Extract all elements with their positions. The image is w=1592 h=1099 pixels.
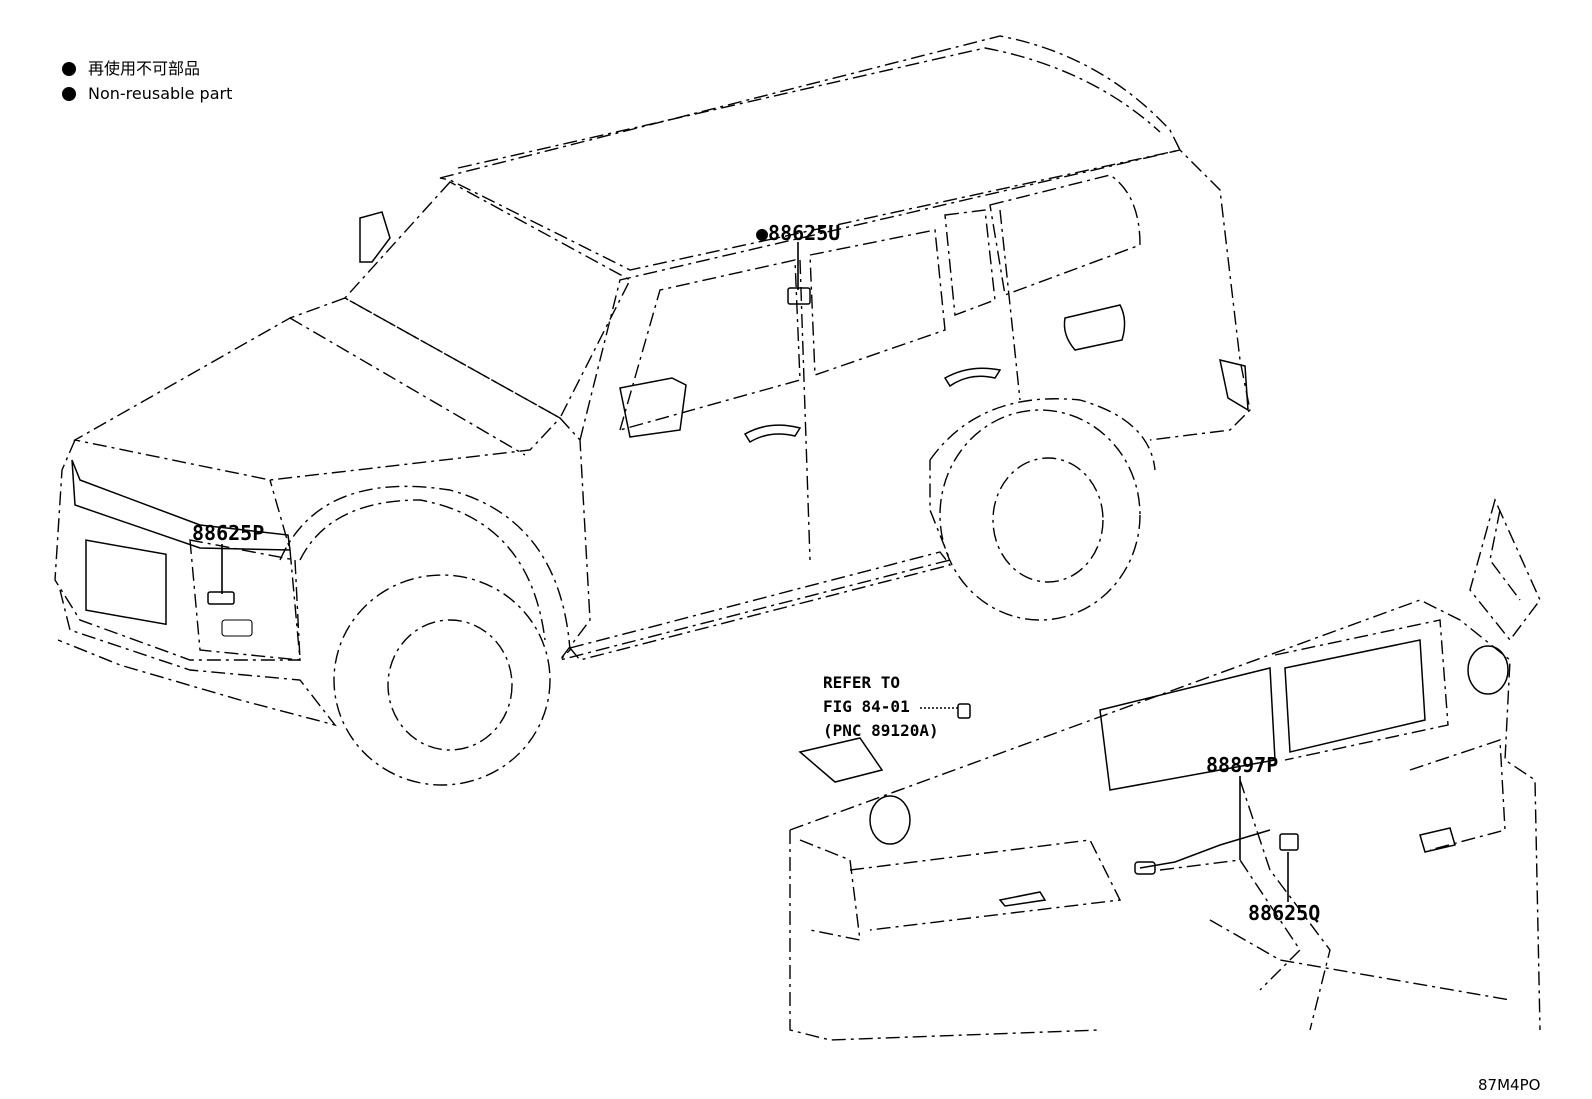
reference-line-2: FIG 84-01 (823, 697, 910, 716)
callout-88625P: 88625P (192, 521, 264, 545)
dashboard-illustration (789, 497, 1541, 1041)
legend: 再使用不可部品 Non-reusable part (62, 56, 232, 106)
reference-line-3: (PNC 89120A) (823, 721, 939, 740)
reference-line-1: REFER TO (823, 673, 900, 692)
callout-88897P: 88897P (1206, 753, 1278, 777)
vehicle-illustration (54, 35, 1251, 786)
callout-88625U: ●88625U (756, 221, 840, 245)
legend-row-en: Non-reusable part (62, 81, 232, 106)
figure-id: 87M4PO (1478, 1076, 1540, 1094)
bullet-icon (62, 61, 76, 76)
leader-lines (221, 242, 1289, 902)
legend-text-en: Non-reusable part (88, 84, 233, 103)
bullet-icon (62, 86, 76, 101)
callout-88625Q: 88625Q (1248, 901, 1320, 925)
legend-text-ja: 再使用不可部品 (88, 59, 201, 78)
legend-row-ja: 再使用不可部品 (62, 56, 232, 81)
